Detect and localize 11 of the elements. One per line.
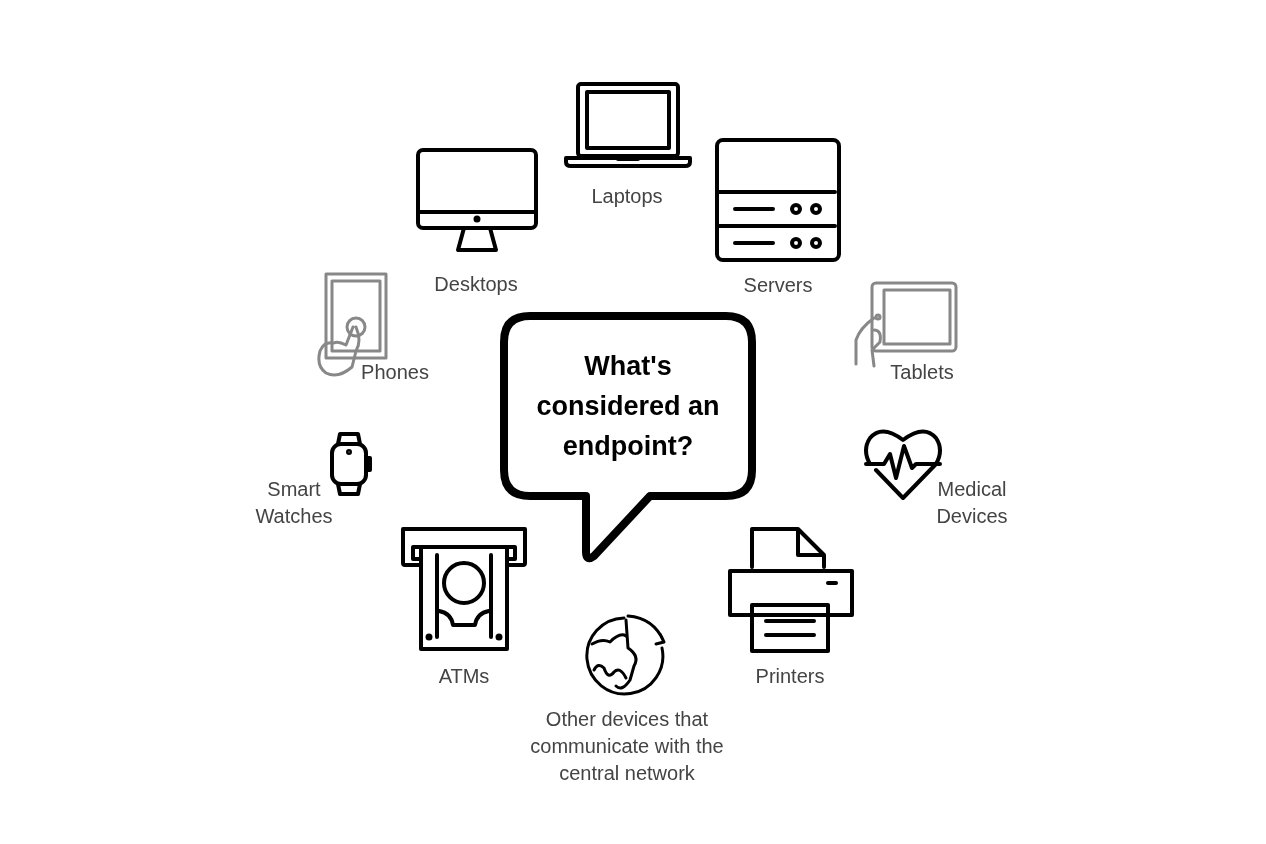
bubble-question: What's considered an endpoint? xyxy=(535,350,721,463)
device-label: Servers xyxy=(742,273,814,298)
device-label: Printers xyxy=(754,664,826,689)
device-label: Phones xyxy=(360,360,430,385)
device-label: Laptops xyxy=(590,184,664,209)
device-label: Other devices that communicate with the central network xyxy=(529,707,725,786)
device-label: Tablets xyxy=(889,360,955,385)
device-label: Desktops xyxy=(433,272,519,297)
device-label: Medical Devices xyxy=(935,477,1009,529)
device-label: ATMs xyxy=(437,664,491,689)
device-label: Smart Watches xyxy=(254,477,334,529)
